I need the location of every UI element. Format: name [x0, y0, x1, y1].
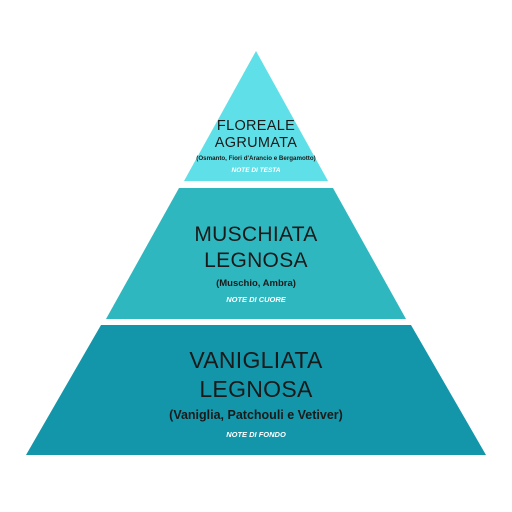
tier-bottom-title-line2: LEGNOSA [199, 376, 313, 402]
pyramid-tier-top: FLOREALE AGRUMATA (Osmanto, Fiori d'Aran… [0, 118, 512, 174]
tier-top-ingredients: (Osmanto, Fiori d'Arancio e Bergamotto) [196, 155, 316, 162]
tier-middle-ingredients: (Muschio, Ambra) [216, 278, 296, 289]
tier-middle-note-label: NOTE DI CUORE [226, 295, 286, 304]
tier-middle-title-line2: LEGNOSA [204, 249, 308, 272]
tier-top-note-label: NOTE DI TESTA [231, 167, 281, 174]
pyramid-tier-middle: MUSCHIATA LEGNOSA (Muschio, Ambra) NOTE … [0, 222, 512, 304]
tier-bottom-title-line1: VANIGLIATA [189, 347, 323, 373]
pyramid-tier-bottom: VANIGLIATA LEGNOSA (Vaniglia, Patchouli … [0, 346, 512, 439]
tier-middle-title-line1: MUSCHIATA [194, 223, 318, 246]
pyramid-tier-bottom-shape [26, 325, 486, 455]
pyramid-tier-top-shape [184, 51, 328, 181]
pyramid-tier-middle-shape [106, 188, 406, 319]
tier-bottom-note-label: NOTE DI FONDO [226, 430, 286, 439]
tier-top-title-line2: AGRUMATA [214, 135, 298, 151]
tier-bottom-ingredients: (Vaniglia, Patchouli e Vetiver) [169, 408, 343, 422]
tier-top-title-line1: FLOREALE [216, 118, 296, 134]
